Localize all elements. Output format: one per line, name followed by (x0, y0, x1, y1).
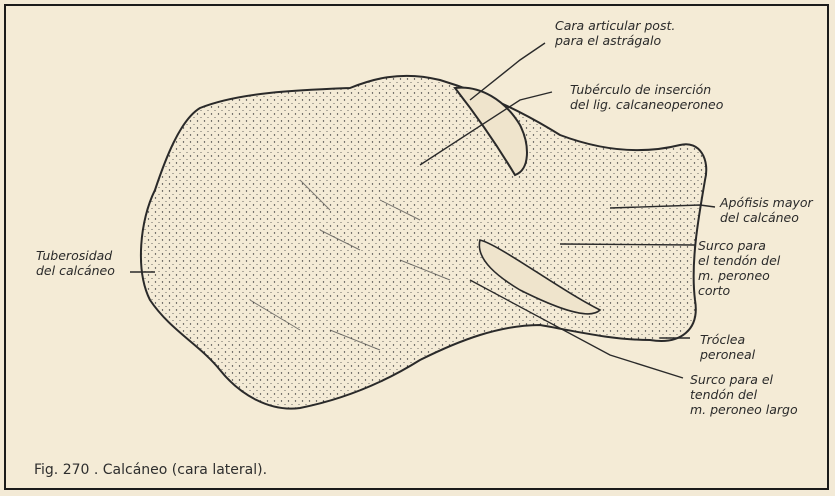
label-surco-corto: Surco para el tendón del m. peroneo cort… (698, 238, 780, 298)
leader-surco-corto (560, 244, 695, 245)
label-apofisis: Apófisis mayor del calcáneo (720, 195, 813, 225)
label-line: m. peroneo (698, 268, 780, 283)
figure-caption: Fig. 270 . Calcáneo (cara lateral). (34, 462, 267, 478)
label-cara-articular: Cara articular post. para el astrágalo (555, 18, 675, 48)
label-line: Apófisis mayor (720, 195, 813, 210)
label-tuberculo: Tubérculo de inserción del lig. calcaneo… (570, 82, 723, 112)
label-line: Surco para el (690, 372, 798, 387)
label-line: corto (698, 283, 780, 298)
label-line: m. peroneo largo (690, 402, 798, 417)
label-surco-largo: Surco para el tendón del m. peroneo larg… (690, 372, 798, 417)
label-line: del lig. calcaneoperoneo (570, 97, 723, 112)
label-line: del calcáneo (720, 210, 813, 225)
leader-cara-articular (470, 43, 545, 100)
label-tuberosidad: Tuberosidad del calcáneo (36, 248, 115, 278)
label-line: Tróclea (700, 332, 755, 347)
label-line: el tendón del (698, 253, 780, 268)
label-line: Tubérculo de inserción (570, 82, 723, 97)
label-line: Cara articular post. (555, 18, 675, 33)
label-line: Tuberosidad (36, 248, 115, 263)
label-line: Surco para (698, 238, 780, 253)
label-line: para el astrágalo (555, 33, 675, 48)
label-line: del calcáneo (36, 263, 115, 278)
label-troclea: Tróclea peroneal (700, 332, 755, 362)
label-line: tendón del (690, 387, 798, 402)
label-line: peroneal (700, 347, 755, 362)
